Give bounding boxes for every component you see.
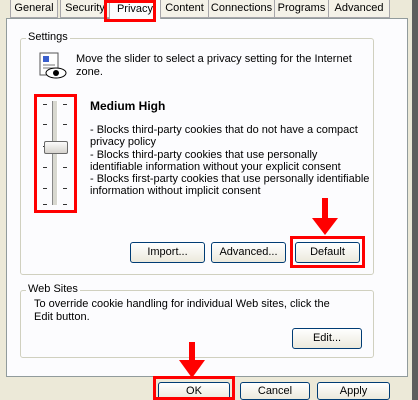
- tab-connections[interactable]: Connections: [208, 0, 275, 18]
- privacy-level-title: Medium High: [90, 99, 166, 113]
- slider-highlight: [34, 94, 77, 213]
- websites-text: To override cookie handling for individu…: [34, 298, 330, 323]
- default-button-highlight: [290, 236, 365, 268]
- websites-group: [20, 290, 374, 358]
- tab-programs[interactable]: Programs: [274, 0, 329, 18]
- cancel-button[interactable]: Cancel: [240, 382, 310, 400]
- websites-group-label: Web Sites: [26, 283, 80, 295]
- ok-button[interactable]: OK: [158, 382, 230, 400]
- privacy-panel: [6, 18, 408, 377]
- import-button[interactable]: Import...: [130, 242, 205, 263]
- tab-general[interactable]: General: [10, 0, 58, 18]
- red-arrow-down-icon: [179, 342, 205, 383]
- privacy-slider-thumb[interactable]: [44, 141, 68, 154]
- tab-security[interactable]: Security: [60, 0, 110, 18]
- red-arrow-down-icon: [312, 198, 338, 239]
- privacy-level-bullet-2: - Blocks third-party cookies that use pe…: [90, 149, 341, 173]
- default-button[interactable]: Default: [295, 242, 360, 263]
- edit-button[interactable]: Edit...: [292, 328, 362, 349]
- privacy-level-bullet-3: - Blocks first-party cookies that use pe…: [90, 173, 370, 197]
- tab-privacy[interactable]: Privacy: [109, 0, 161, 19]
- settings-group: [20, 38, 374, 275]
- tab-advanced[interactable]: Advanced: [328, 0, 390, 18]
- window-edge-shadow: [412, 0, 418, 400]
- settings-group-label: Settings: [26, 31, 70, 43]
- advanced-button[interactable]: Advanced...: [211, 242, 286, 263]
- settings-intro-text: Move the slider to select a privacy sett…: [76, 53, 352, 78]
- privacy-tab-highlight: [104, 0, 156, 22]
- privacy-eye-icon: [38, 52, 68, 80]
- privacy-level-bullet-1: - Blocks third-party cookies that do not…: [90, 124, 358, 148]
- ok-button-highlight: [153, 376, 235, 400]
- apply-button[interactable]: Apply: [317, 382, 390, 400]
- tab-content[interactable]: Content: [160, 0, 209, 18]
